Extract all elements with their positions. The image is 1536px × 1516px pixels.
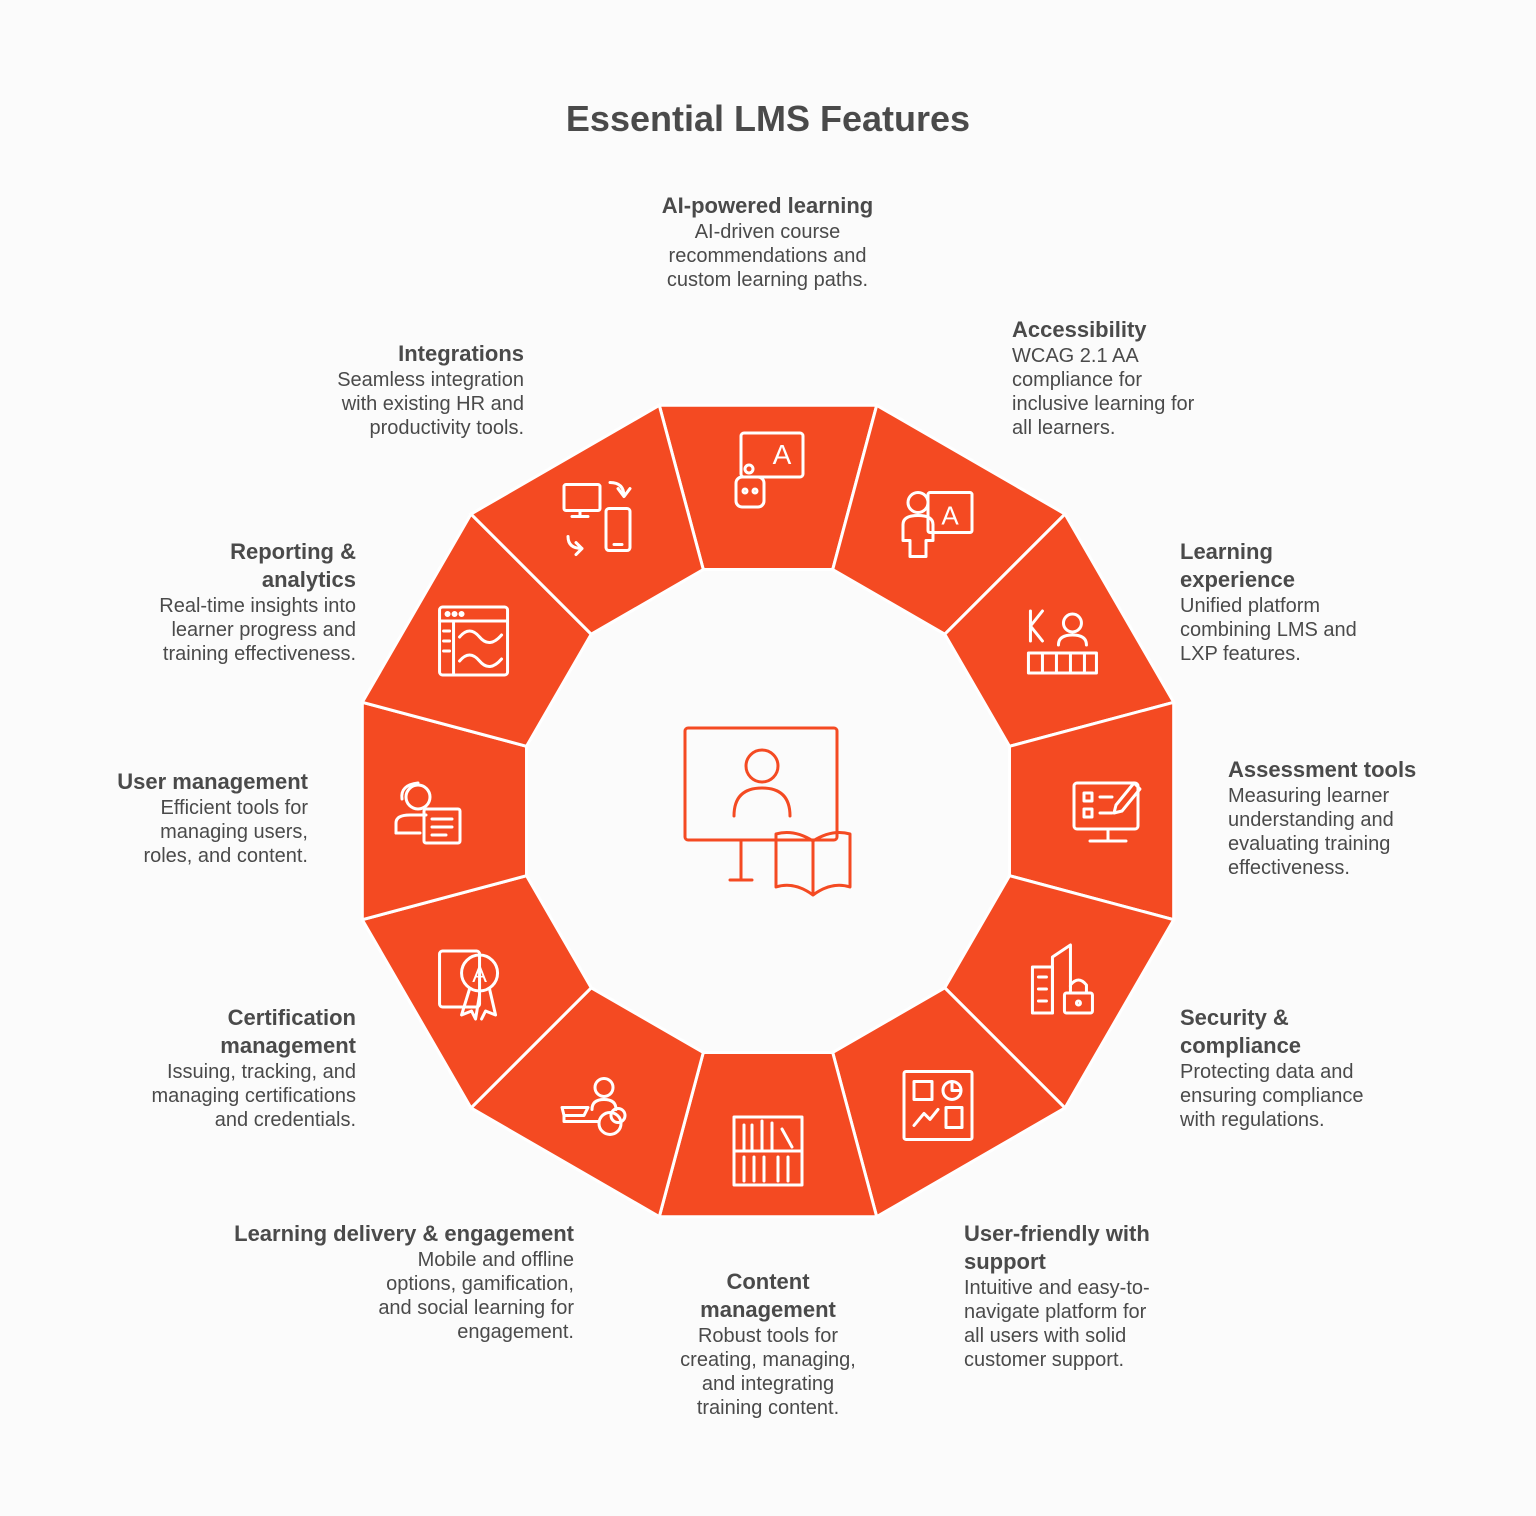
feature-description: Seamless integration with existing HR an…	[337, 369, 524, 439]
feature-title: Content management	[700, 1269, 836, 1322]
feature-description: Mobile and offline options, gamification…	[378, 1249, 574, 1343]
feature-title: User management	[117, 769, 308, 794]
feature-title: Reporting & analytics	[230, 539, 356, 592]
ring-icons: A A A	[394, 431, 1142, 1187]
svg-text:A: A	[472, 962, 487, 987]
feature-label-content-management: Content management Robust tools for crea…	[668, 1268, 868, 1420]
devices-sync-icon	[562, 481, 632, 557]
feature-label-reporting-analytics: Reporting & analytics Real-time insights…	[140, 538, 356, 666]
building-lock-icon	[1030, 943, 1094, 1015]
feature-description: Unified platform combining LMS and LXP f…	[1180, 595, 1357, 665]
feature-description: AI-driven course recommendations and cus…	[666, 221, 869, 291]
feature-description: Issuing, tracking, and managing certific…	[151, 1061, 356, 1131]
feature-label-learning-experience: Learning experience Unified platform com…	[1180, 538, 1380, 666]
feature-label-user-friendly: User-friendly with support Intuitive and…	[964, 1220, 1169, 1372]
feature-title: Certification management	[220, 1005, 356, 1058]
feature-description: Measuring learner understanding and eval…	[1228, 785, 1394, 879]
dashboard-icon	[902, 1069, 974, 1141]
ring-segments	[360, 403, 1176, 1219]
feature-title: Assessment tools	[1228, 757, 1417, 782]
feature-title: Security & compliance	[1180, 1005, 1302, 1058]
feature-description: WCAG 2.1 AA compliance for inclusive lea…	[1012, 345, 1195, 439]
svg-text:A: A	[941, 501, 959, 531]
feature-title: Accessibility	[1012, 317, 1147, 342]
bookshelf-icon	[732, 1115, 804, 1187]
feature-description: Efficient tools for managing users, role…	[143, 797, 308, 867]
learning-platform-icon	[1026, 609, 1098, 675]
assessment-monitor-icon	[1072, 781, 1142, 843]
feature-label-assessment-tools: Assessment tools Measuring learner under…	[1228, 756, 1428, 880]
feature-label-learning-delivery: Learning delivery & engagement Mobile an…	[194, 1220, 574, 1344]
feature-title: Learning experience	[1180, 539, 1295, 592]
feature-label-integrations: Integrations Seamless integration with e…	[320, 340, 524, 440]
feature-label-certification-management: Certification management Issuing, tracki…	[150, 1004, 356, 1132]
certificate-badge-icon: A	[438, 949, 500, 1021]
center-icon	[683, 726, 852, 897]
analytics-window-icon	[438, 605, 510, 677]
person-board-icon: A	[901, 491, 974, 559]
feature-title: User-friendly with support	[964, 1221, 1150, 1274]
feature-title: Learning delivery & engagement	[234, 1221, 574, 1246]
feature-label-user-management: User management Efficient tools for mana…	[100, 768, 308, 868]
feature-description: Robust tools for creating, managing, and…	[680, 1325, 856, 1419]
feature-title: AI-powered learning	[661, 193, 874, 218]
feature-description: Intuitive and easy-to-navigate platform …	[964, 1277, 1150, 1371]
feature-description: Protecting data and ensuring compliance …	[1180, 1061, 1364, 1131]
feature-label-security-compliance: Security & compliance Protecting data an…	[1180, 1004, 1385, 1132]
feature-description: Real-time insights into learner progress…	[159, 595, 356, 665]
feature-label-accessibility: Accessibility WCAG 2.1 AA compliance for…	[1012, 316, 1212, 440]
diagram-title: Essential LMS Features	[565, 98, 971, 139]
feature-label-ai-powered-learning: AI-powered learning AI-driven course rec…	[660, 192, 875, 292]
user-document-icon	[394, 781, 462, 845]
laptop-user-icon	[560, 1076, 627, 1136]
ring-segment	[468, 403, 706, 637]
svg-text:A: A	[773, 439, 792, 470]
feature-title: Integrations	[398, 341, 524, 366]
ai-robot-board-icon: A	[734, 431, 805, 509]
